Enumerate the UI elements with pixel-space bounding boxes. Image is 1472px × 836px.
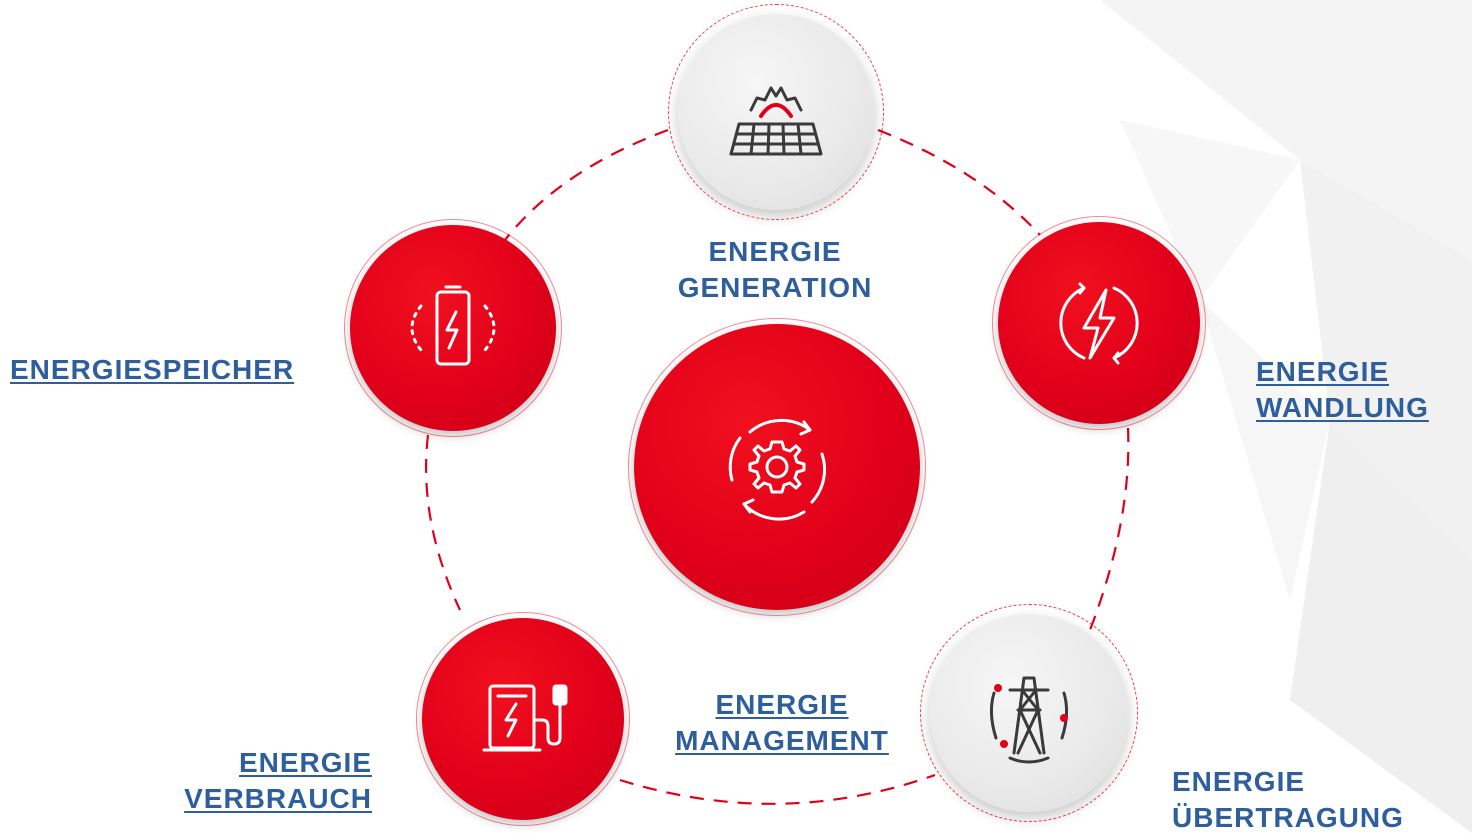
transmission-label-line-2: ÜBERTRAGUNG <box>1172 802 1404 833</box>
storage-node-halo <box>344 219 562 437</box>
management-node-halo <box>628 318 926 616</box>
conversion-node[interactable] <box>992 216 1206 430</box>
consumption-label-link-2[interactable]: VERBRAUCH <box>184 783 372 814</box>
transmission-label: ENERGIE ÜBERTRAGUNG <box>1172 764 1404 836</box>
generation-node-halo <box>668 4 884 220</box>
consumption-node-halo <box>416 612 630 826</box>
transmission-node[interactable] <box>920 604 1138 822</box>
management-label[interactable]: ENERGIE MANAGEMENT <box>650 687 914 759</box>
consumption-label[interactable]: ENERGIE VERBRAUCH <box>130 745 372 817</box>
storage-label-link[interactable]: ENERGIESPEICHER <box>10 354 295 385</box>
transmission-node-halo <box>920 604 1138 822</box>
generation-label-line-2: GENERATION <box>677 272 873 303</box>
storage-node[interactable] <box>344 219 562 437</box>
conversion-label[interactable]: ENERGIE WANDLUNG <box>1256 354 1429 426</box>
storage-label[interactable]: ENERGIESPEICHER <box>10 352 294 388</box>
conversion-label-link-2[interactable]: WANDLUNG <box>1256 392 1429 423</box>
generation-label-line-1: ENERGIE <box>708 236 842 267</box>
conversion-label-link-1[interactable]: ENERGIE <box>1256 356 1390 387</box>
consumption-node[interactable] <box>416 612 630 826</box>
consumption-label-link-1[interactable]: ENERGIE <box>238 747 372 778</box>
generation-node[interactable] <box>668 4 884 220</box>
management-label-link-2[interactable]: MANAGEMENT <box>675 725 889 756</box>
generation-label: ENERGIE GENERATION <box>650 234 900 306</box>
management-label-link-1[interactable]: ENERGIE <box>715 689 849 720</box>
conversion-node-halo <box>992 216 1206 430</box>
transmission-label-line-1: ENERGIE <box>1172 766 1306 797</box>
management-node[interactable] <box>628 318 926 616</box>
